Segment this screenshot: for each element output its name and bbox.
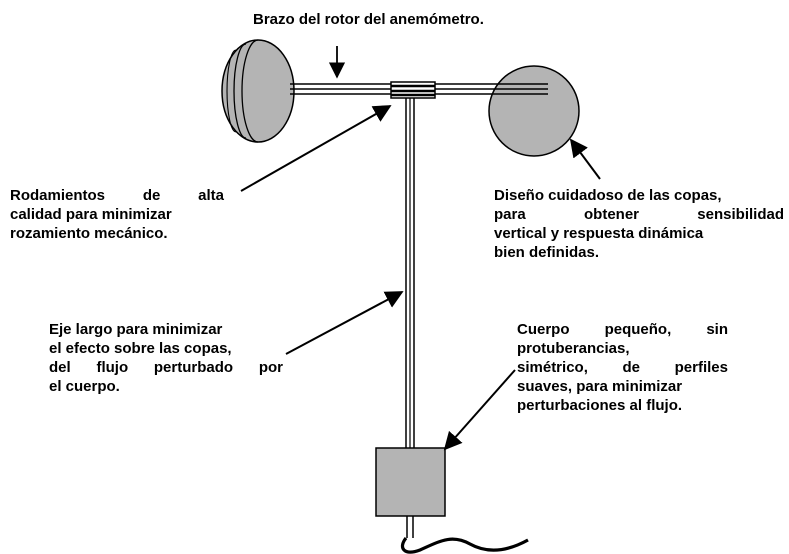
arrow-bearings [240,105,392,192]
label-line: el cuerpo. [49,378,120,395]
label-line: del flujo perturbado por [49,359,283,376]
label-cups: Diseño cuidadoso de las copas, para obte… [494,186,784,262]
bearing-hub [390,81,436,99]
arrow-body [443,369,516,451]
label-line: Cuerpo pequeño, sin [517,321,728,338]
label-line: Eje largo para minimizar [49,321,223,338]
label-rotor-arm: Brazo del rotor del anemómetro. [253,10,484,29]
right-cup [488,65,580,157]
label-line: suaves, para minimizar [517,378,683,395]
label-line: protuberancias, [517,340,630,357]
label-line: vertical y respuesta dinámica [494,225,704,242]
label-line: para obtener sensibilidad [494,206,784,223]
label-line: Diseño cuidadoso de las copas, [494,187,722,204]
label-line: perturbaciones al flujo. [517,397,683,414]
cable [400,516,529,554]
arrow-cups [569,138,601,180]
left-cup [221,39,295,143]
label-line: calidad para minimizar [10,206,172,223]
label-line: bien definidas. [494,244,600,261]
label-body: Cuerpo pequeño, sin protuberancias, simé… [517,320,728,415]
label-line: Rodamientos de alta [10,187,224,204]
label-line: rozamiento mecánico. [10,225,168,242]
label-bearings: Rodamientos de alta calidad para minimiz… [10,186,224,243]
label-line: Brazo del rotor del anemómetro. [253,11,484,28]
label-line: simétrico, de perfiles [517,359,728,376]
arrow-shaft [285,291,404,355]
label-shaft: Eje largo para minimizar el efecto sobre… [49,320,283,396]
vertical-shaft [405,98,415,448]
label-line: el efecto sobre las copas, [49,340,232,357]
anemometer-body [375,447,446,517]
